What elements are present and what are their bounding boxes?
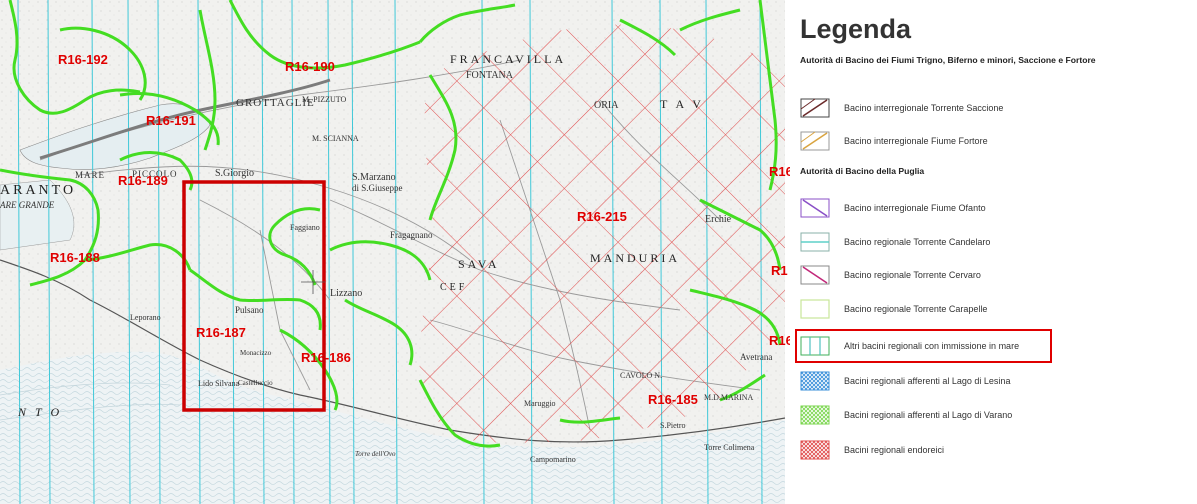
basin-boundaries	[0, 0, 782, 448]
place-smarzano: S.Marzano	[352, 172, 396, 183]
legend-item: Bacini regionali afferenti al Lago di Va…	[800, 405, 1190, 427]
place-taranto: ARANTO	[0, 183, 76, 198]
region-label: R16-186	[301, 350, 351, 365]
place-gascaro: Castelluccio	[238, 379, 273, 387]
legend-item: Bacino regionale Torrente Carapelle	[800, 299, 1190, 321]
place-torrecolimena: Torre Colimena	[704, 443, 755, 452]
place-piccolo: PICCOLO	[132, 169, 178, 179]
legend-group-trigno: Autorità di Bacino dei Fiumi Trigno, Bif…	[800, 55, 1096, 65]
place-cadavolo: CAVOLO N.	[620, 371, 662, 380]
place-maruggio: Maruggio	[524, 399, 556, 408]
legend-item: Bacino interregionale Fiume Ofanto	[800, 198, 1190, 220]
selected-area-highlight	[182, 180, 326, 412]
basin-map[interactable]: GROTTAGLIE M. PIZZUTO FRANCAVILLA FONTAN…	[0, 0, 793, 504]
region-label: R16-189	[118, 173, 168, 188]
coastline	[0, 259, 786, 443]
region-label: R16-191	[146, 113, 196, 128]
place-francavilla: FRANCAVILLA	[450, 52, 566, 66]
legend-title: Legenda	[800, 14, 912, 44]
place-tarantodeco: N T O	[17, 405, 62, 419]
place-fontana: FONTANA	[466, 70, 514, 81]
place-maregrande: ARE GRANDE	[0, 200, 55, 210]
place-manduria: MANDURIA	[590, 251, 680, 265]
legend-item: Bacini regionali afferenti al Lago di Le…	[800, 371, 1190, 393]
place-sava: SAVA	[458, 257, 500, 271]
place-fragagnano: Fragagnano	[390, 230, 433, 240]
place-mare: MARE	[75, 170, 105, 180]
hatch-swatch-icon	[800, 265, 830, 285]
legend-item: Altri bacini regionali con immissione in…	[800, 336, 1190, 358]
place-bacalli: Monacizzo	[240, 349, 272, 357]
place-faggiano: Faggiano	[290, 223, 320, 232]
legend-highlight-box	[795, 329, 1052, 363]
legend-group-puglia: Autorità di Bacino della Puglia	[800, 166, 925, 176]
hatch-swatch-icon	[800, 198, 830, 218]
place-campomarino: Campomarino	[530, 455, 576, 464]
hatch-swatch-icon	[800, 336, 830, 356]
place-scianna: M. SCIANNA	[312, 134, 359, 143]
place-erchie: Erchie	[705, 214, 732, 225]
region-label: R16-190	[285, 59, 335, 74]
place-sgiorgio: S.Giorgio	[215, 168, 254, 179]
hatch-swatch-icon	[800, 371, 830, 391]
legend-item: Bacino interregionale Fiume Fortore	[800, 131, 1190, 153]
place-marina: M.D.MARINA	[704, 393, 754, 402]
hatch-swatch-icon	[800, 98, 830, 118]
place-lizzano: Lizzano	[330, 288, 362, 299]
place-leporano: Leporano	[130, 313, 161, 322]
place-cefalo: CEF	[440, 282, 467, 293]
region-label: R16	[769, 333, 793, 348]
region-label: R16-187	[196, 325, 246, 340]
basin-r16-215	[419, 24, 785, 443]
place-sgiuseppe: di S.Giuseppe	[352, 183, 403, 193]
legend-item: Bacino regionale Torrente Candelaro	[800, 232, 1190, 254]
hatch-swatch-icon	[800, 232, 830, 252]
region-label: R16-215	[577, 209, 627, 224]
place-pulsano: Pulsano	[235, 305, 264, 315]
hatch-swatch-icon	[800, 299, 830, 319]
place-sanpietro: S.Pietro	[660, 421, 686, 430]
region-label: R16-185	[648, 392, 698, 407]
place-lidosilvana: Lido Silvana	[198, 379, 240, 388]
hatch-swatch-icon	[800, 405, 830, 425]
region-label: R16	[769, 164, 793, 179]
place-grottaglie: GROTTAGLIE	[236, 97, 315, 109]
crosshair-icon	[301, 270, 325, 294]
region-label: R16-188	[50, 250, 100, 265]
place-avetrana: Avetrana	[740, 352, 772, 362]
place-pizzuto: M. PIZZUTO	[302, 95, 347, 104]
hatch-swatch-icon	[800, 131, 830, 151]
legend-panel: Legenda Autorità di Bacino dei Fiumi Tri…	[790, 0, 1197, 504]
legend-item: Bacini regionali endoreici	[800, 440, 1190, 462]
hatch-swatch-icon	[800, 440, 830, 460]
place-oria: ORIA	[594, 100, 619, 111]
region-label: R1	[771, 263, 788, 278]
place-tav: T A V	[660, 97, 704, 111]
legend-item: Bacino interregionale Torrente Saccione	[800, 98, 1190, 120]
place-tiriagio: Torre dell'Ovo	[355, 450, 396, 458]
legend-item: Bacino regionale Torrente Cervaro	[800, 265, 1190, 287]
region-label: R16-192	[58, 52, 108, 67]
